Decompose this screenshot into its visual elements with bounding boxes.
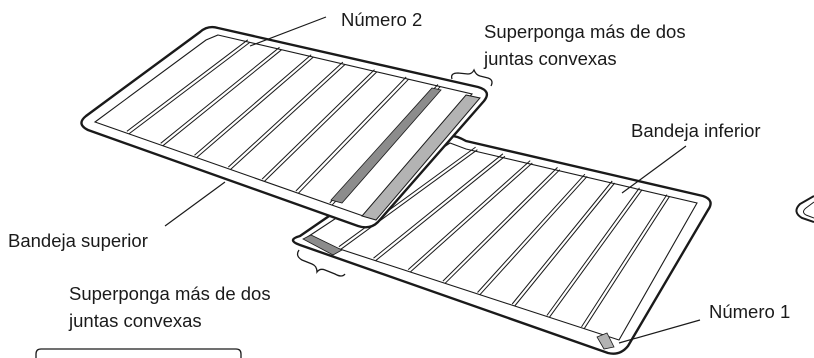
lower-rib-6-b — [511, 180, 613, 305]
leader-bandeja-inferior — [621, 145, 687, 194]
upper-rib-2-b — [160, 46, 280, 144]
label-overlap-top-line2: juntas convexas — [483, 48, 617, 69]
label-bandeja-inferior: Bandeja inferior — [631, 120, 761, 141]
overlap-brace-top — [450, 68, 493, 87]
upper-tray-gray-rib — [330, 87, 442, 204]
lower-rib-1-a — [340, 149, 478, 250]
leader-bandeja-superior — [164, 181, 226, 227]
lower-rib-4-b — [442, 167, 558, 282]
lower-rib-2-b — [373, 153, 504, 259]
upper-rib-6-a — [297, 78, 409, 194]
partial-tray-edge — [795, 195, 814, 223]
leader-numero-2 — [249, 16, 327, 47]
upper-rib-2-a — [162, 49, 282, 147]
lower-rib-8-b — [581, 194, 668, 328]
lower-rib-3-a — [409, 162, 533, 273]
label-numero-1: Número 1 — [709, 301, 790, 322]
label-overlap-bottom-line2: juntas convexas — [68, 310, 202, 331]
upper-tray — [80, 25, 489, 229]
lower-tray-inner-rim — [304, 142, 698, 341]
upper-rib-3-b — [194, 54, 312, 156]
label-overlap-bottom-line1: Superponga más de dos — [69, 283, 271, 304]
lower-rib-3-b — [407, 160, 531, 270]
lower-tray-ribs — [338, 146, 671, 329]
upper-rib-3-a — [196, 56, 314, 158]
partial-tray-inner — [803, 201, 814, 219]
partial-box — [35, 348, 242, 358]
upper-tray-outline — [80, 25, 489, 229]
label-numero-2: Número 2 — [341, 9, 422, 30]
lower-rib-5-a — [479, 175, 588, 296]
lower-rib-5-b — [477, 173, 586, 293]
overlap-brace-bottom — [296, 249, 346, 277]
leader-numero-1 — [618, 319, 701, 344]
lower-tray-edge-strip — [596, 332, 615, 350]
upper-rib-1-b — [126, 39, 249, 132]
upper-rib-1-a — [128, 42, 251, 135]
lower-tray-gray-strip — [302, 234, 343, 256]
lower-rib-1-b — [338, 146, 476, 248]
upper-rib-4-b — [227, 61, 344, 168]
upper-rib-6-b — [295, 76, 407, 192]
lower-rib-8-a — [583, 196, 671, 329]
label-overlap-top-line1: Superponga más de dos — [484, 21, 686, 42]
lower-rib-7-a — [548, 189, 643, 318]
upper-rib-4-a — [230, 64, 346, 170]
upper-rib-5-b — [261, 69, 375, 180]
label-bandeja-superior: Bandeja superior — [8, 230, 148, 251]
upper-tray-edge-strip — [361, 94, 481, 221]
lower-rib-4-a — [444, 169, 561, 284]
lower-rib-2-a — [375, 155, 506, 262]
lower-rib-6-a — [514, 182, 616, 307]
upper-rib-5-a — [264, 71, 378, 182]
lower-rib-7-b — [546, 187, 640, 316]
